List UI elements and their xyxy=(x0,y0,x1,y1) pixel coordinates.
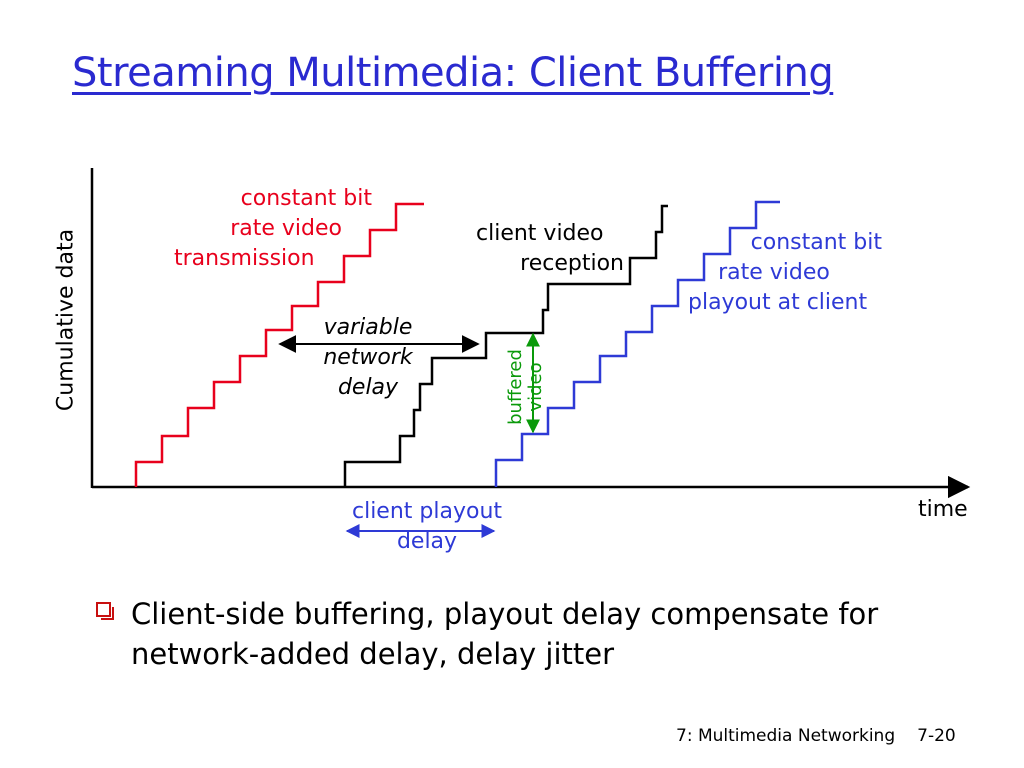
x-axis-label: time xyxy=(918,497,968,522)
hollow-square-bullet-icon xyxy=(96,602,114,620)
slide-footer: 7: Multimedia Networking 7-20 xyxy=(676,726,956,746)
bullet-text: Client-side buffering, playout delay com… xyxy=(131,597,879,671)
bullet-item: Client-side buffering, playout delay com… xyxy=(96,594,931,674)
playout-label: constant bit rate video playout at clien… xyxy=(688,230,882,315)
variable-delay-label: variable network delay xyxy=(323,315,413,400)
transmission-label: constant bit rate video transmission xyxy=(174,186,372,271)
playout-staircase xyxy=(494,200,780,487)
footer-section: 7: Multimedia Networking xyxy=(676,726,896,746)
slide-title: Streaming Multimedia: Client Buffering xyxy=(72,50,834,96)
transmission-staircase xyxy=(134,202,424,487)
y-axis-label: Cumulative data xyxy=(53,228,79,412)
playout-delay-label: client playout delay xyxy=(351,499,503,554)
buffered-video-label: buffered video xyxy=(505,349,546,425)
footer-page-number: 7-20 xyxy=(917,726,956,746)
reception-label: client video reception xyxy=(476,221,624,276)
reception-staircase xyxy=(343,204,668,487)
